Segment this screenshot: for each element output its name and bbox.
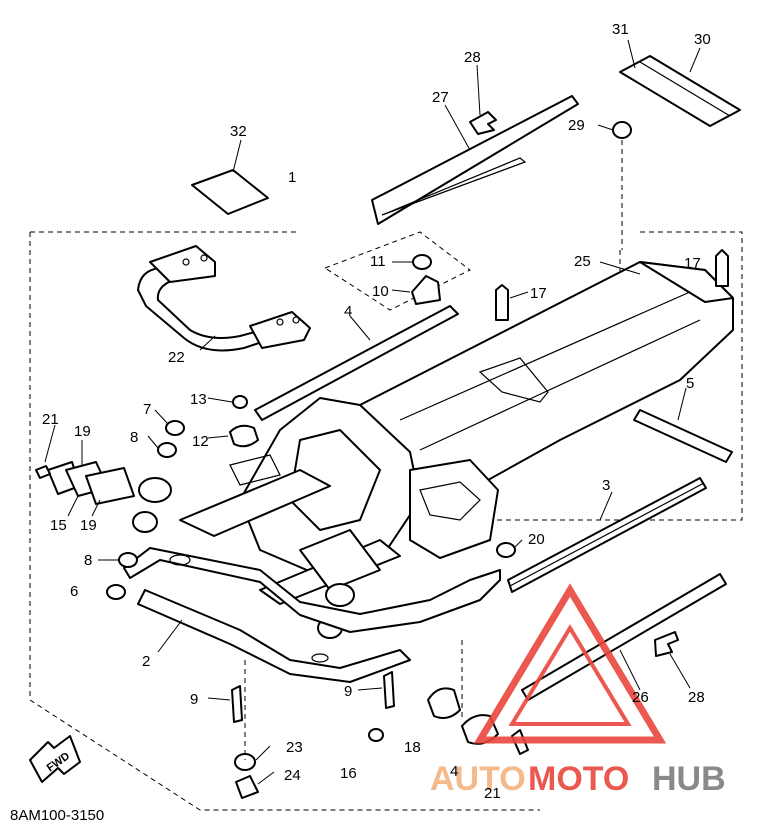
callout-27: 27 — [432, 89, 449, 106]
callout-7: 7 — [143, 401, 151, 418]
cap-part-29 — [597, 121, 632, 250]
rail-part-3 — [507, 477, 707, 593]
callout-15: 15 — [50, 517, 67, 534]
lower-frame-part-2 — [123, 547, 501, 683]
callout-6: 6 — [70, 583, 78, 600]
callout-9-right: 9 — [344, 683, 352, 700]
strip-part-27 — [371, 64, 579, 225]
callout-25: 25 — [574, 253, 591, 270]
watermark: AUTO MOTO HUB — [430, 583, 726, 798]
callout-13: 13 — [190, 391, 207, 408]
callout-21-bottom: 21 — [484, 785, 501, 802]
callout-16: 16 — [340, 765, 357, 782]
fwd-arrow: FWD — [29, 735, 81, 783]
label-sheets-part-30-31 — [619, 39, 741, 127]
callout-12: 12 — [192, 433, 209, 450]
callout-8-top: 8 — [130, 429, 138, 446]
callout-23: 23 — [286, 739, 303, 756]
callout-17-right: 17 — [684, 255, 701, 272]
callout-2: 2 — [142, 653, 150, 670]
decal-strip-part-26 — [521, 573, 727, 701]
callout-32: 32 — [230, 123, 247, 140]
callout-18: 18 — [404, 739, 421, 756]
callout-22: 22 — [168, 349, 185, 366]
callout-5: 5 — [686, 375, 694, 392]
parts-10-11 — [391, 254, 441, 305]
callout-26: 26 — [632, 689, 649, 706]
callout-3: 3 — [602, 477, 610, 494]
watermark-text-b: MOTO — [528, 760, 629, 798]
callout-11: 11 — [370, 253, 386, 270]
gasket-set-parts-15-19 — [35, 424, 135, 517]
callout-21-left: 21 — [42, 411, 59, 428]
callout-4-bottom: 4 — [450, 763, 458, 780]
rail-part-4 — [254, 305, 459, 421]
callout-29: 29 — [568, 117, 585, 134]
callout-9-left: 9 — [190, 691, 198, 708]
callout-30: 30 — [694, 31, 711, 48]
main-tunnel-frame — [132, 261, 734, 639]
callout-17-center: 17 — [530, 285, 547, 302]
callout-8-bottom: 8 — [84, 552, 92, 569]
bolts-part-17 — [495, 249, 729, 321]
rail-part-5 — [633, 387, 733, 463]
callout-19-top: 19 — [74, 423, 91, 440]
callout-28-top: 28 — [464, 49, 481, 66]
callout-1: 1 — [288, 169, 296, 186]
small-parts-left — [98, 395, 259, 600]
handle-bar-part-22 — [137, 245, 311, 352]
callout-19-bottom: 19 — [80, 517, 97, 534]
callout-20: 20 — [528, 531, 545, 548]
pad-part-32 — [191, 139, 269, 215]
callout-numbers: 1 2 3 4 4 5 6 7 8 8 9 9 10 11 12 13 15 1… — [42, 21, 711, 802]
callout-10: 10 — [372, 283, 389, 300]
diagram-code: 8AM100-3150 — [10, 807, 104, 824]
callout-4-rail: 4 — [344, 303, 352, 320]
watermark-text-c: HUB — [652, 760, 726, 798]
callout-31: 31 — [612, 21, 629, 38]
callout-24: 24 — [284, 767, 301, 784]
callout-28-bottom: 28 — [688, 689, 705, 706]
watermark-text-a: AUTO — [430, 760, 526, 798]
fasteners-bottom — [207, 539, 529, 799]
